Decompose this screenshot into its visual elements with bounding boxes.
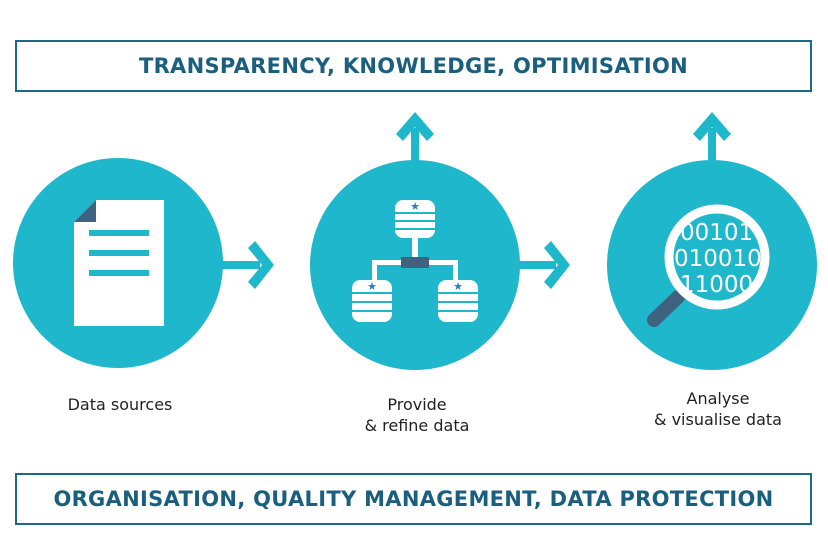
- document-icon: [74, 200, 164, 326]
- label-line: & refine data: [364, 416, 470, 435]
- binary-line: 00101: [680, 220, 753, 246]
- step-provide-refine: ★ ★ ★: [310, 112, 570, 370]
- step-analyse-visualise: 00101 010010 11000: [607, 112, 817, 370]
- svg-text:★: ★: [410, 200, 420, 213]
- binary-line: 010010: [674, 246, 762, 272]
- step-label-provide-refine: Provide & refine data: [317, 394, 517, 436]
- step-label-analyse-visualise: Analyse & visualise data: [618, 388, 818, 430]
- label-line: & visualise data: [654, 410, 782, 429]
- arrow-up-icon: [693, 112, 731, 163]
- label-line: Analyse: [686, 389, 750, 408]
- bottom-banner: ORGANISATION, QUALITY MANAGEMENT, DATA P…: [15, 473, 812, 525]
- arrow-right-icon: [518, 241, 570, 289]
- label-line: Provide: [387, 395, 447, 414]
- arrow-up-icon: [396, 112, 434, 163]
- svg-text:★: ★: [453, 280, 463, 293]
- step-data-sources: [13, 158, 274, 368]
- magnifier-binary-icon: 00101 010010 11000: [647, 204, 770, 327]
- top-banner: TRANSPARENCY, KNOWLEDGE, OPTIMISATION: [15, 40, 812, 92]
- step-label-data-sources: Data sources: [20, 394, 220, 415]
- svg-text:★: ★: [367, 280, 377, 293]
- arrow-right-icon: [222, 241, 274, 289]
- label-line: Data sources: [67, 395, 173, 414]
- database-network-icon: ★ ★ ★: [352, 200, 478, 322]
